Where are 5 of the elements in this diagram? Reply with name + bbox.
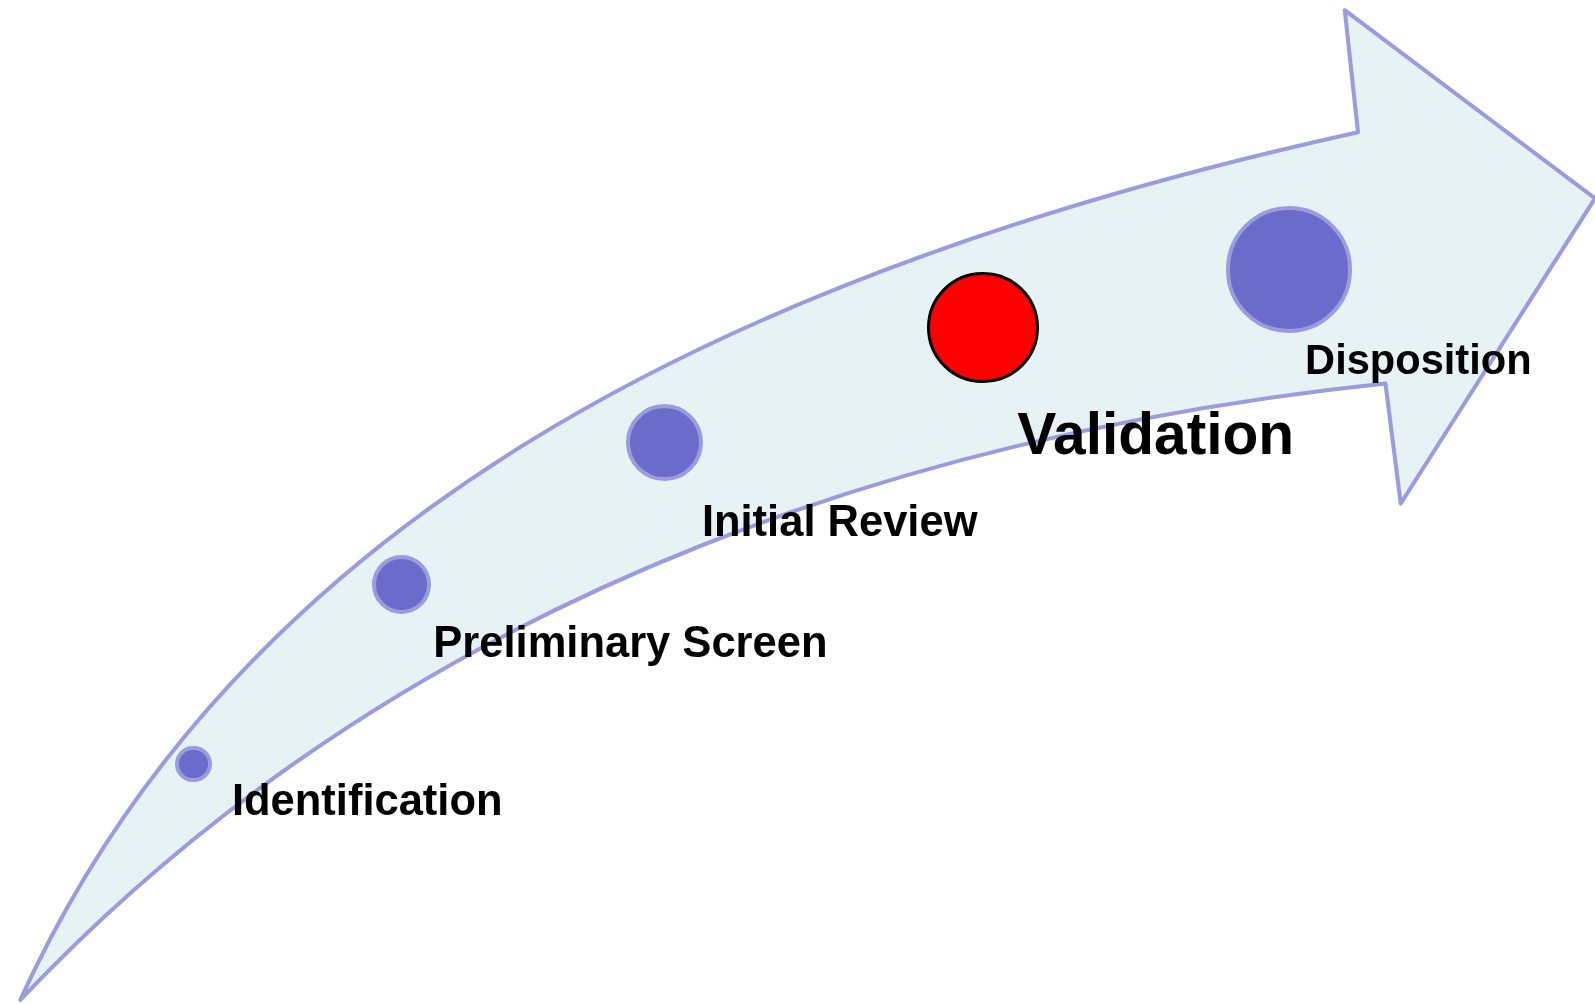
- stage-label: Disposition: [1305, 338, 1532, 381]
- stage-label: Identification: [231, 779, 503, 823]
- stage-label: Validation: [1017, 404, 1295, 464]
- stage-label: Initial Review: [701, 500, 978, 544]
- stage-label: Preliminary Screen: [433, 620, 828, 664]
